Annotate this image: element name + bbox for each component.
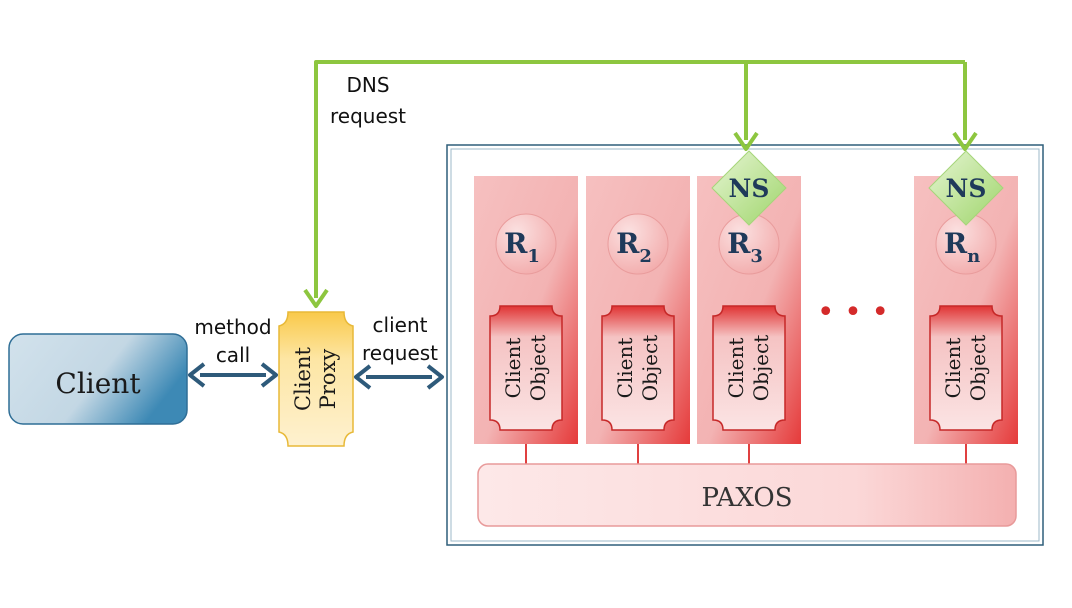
client-node[interactable]: Client (8, 333, 188, 425)
more-replicas-ellipsis: • • • (817, 295, 889, 330)
dns-line-to-proxy (314, 60, 965, 298)
client-object-box (489, 305, 563, 431)
dns-request-arrows (303, 60, 978, 308)
proxy-label-line1: Client (291, 347, 315, 411)
replica-id-circle (607, 213, 669, 275)
client-proxy-node[interactable]: Client Proxy (278, 311, 354, 447)
replica-id-subscript: n (967, 246, 980, 267)
client-object-label-line1: Client (613, 338, 637, 399)
request-label-line2: request (362, 341, 438, 365)
client-object-box (601, 305, 675, 431)
method-label-line1: method (194, 315, 271, 339)
name-server-label: NS (946, 174, 987, 203)
paxos-layer[interactable]: PAXOS (477, 463, 1017, 527)
method-label-line2: call (216, 343, 250, 367)
request-label-line1: client (373, 313, 428, 337)
replica-id-letter: R (727, 227, 751, 260)
replica-id-subscript: 3 (750, 246, 763, 267)
replica-id-subscript: 2 (639, 246, 652, 267)
dns-arrowhead-rn (952, 131, 978, 151)
replica-id-circle (495, 213, 557, 275)
name-server-diamond (711, 150, 787, 226)
client-object-label-line2: Object (749, 335, 773, 401)
dns-arrowhead-proxy (303, 288, 329, 308)
client-object-box (929, 305, 1003, 431)
client-object-label-line1: Client (941, 338, 965, 399)
dns-label-line2: request (330, 104, 406, 128)
client-label: Client (55, 367, 141, 400)
dns-arrowhead-r3 (733, 131, 759, 151)
client-object-label-line2: Object (638, 335, 662, 401)
replica-id-letter: R (616, 227, 640, 260)
replica-id-label: R1 (504, 227, 540, 267)
client-object-label-line2: Object (526, 335, 550, 401)
replica-id-letter: R (944, 227, 968, 260)
client-object-label-line2: Object (966, 335, 990, 401)
client-object-box (712, 305, 786, 431)
replica-id-subscript: 1 (527, 246, 540, 267)
proxy-label-line2: Proxy (316, 349, 340, 410)
method-call-arrow (188, 362, 278, 388)
replica-id-label: Rn (944, 227, 980, 267)
name-server-label: NS (729, 174, 770, 203)
paxos-label: PAXOS (701, 483, 792, 513)
replica-id-label: R2 (616, 227, 652, 267)
client-object-label-line1: Client (501, 338, 525, 399)
client-object-label-line1: Client (724, 338, 748, 399)
dns-label-line1: DNS (346, 73, 389, 97)
replica-id-letter: R (504, 227, 528, 260)
client-request-arrow (354, 364, 444, 390)
replica-id-label: R3 (727, 227, 763, 267)
name-server-diamond (928, 150, 1004, 226)
